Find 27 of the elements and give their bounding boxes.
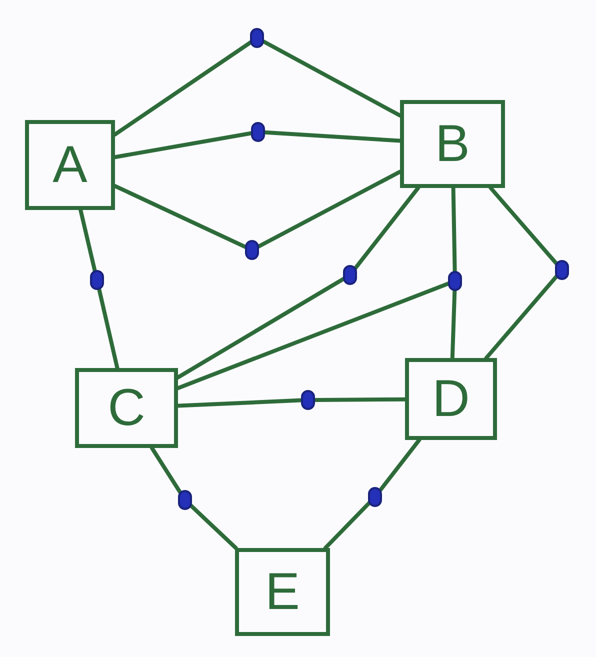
vertex-label: D bbox=[432, 373, 470, 425]
vertex-label: E bbox=[265, 566, 300, 618]
connector-line bbox=[323, 500, 372, 550]
vertex-box bbox=[235, 548, 330, 636]
connector-line bbox=[450, 289, 457, 360]
vertex-box bbox=[405, 358, 497, 440]
vertex-label: C bbox=[108, 382, 146, 434]
connector-line bbox=[113, 184, 248, 249]
connector-line bbox=[353, 186, 420, 270]
vertex-label: B bbox=[435, 118, 470, 170]
connector-line bbox=[176, 282, 450, 390]
connector-line bbox=[256, 170, 402, 249]
vertex-box bbox=[400, 100, 505, 188]
connector-line bbox=[176, 398, 303, 408]
vertex-box bbox=[75, 368, 178, 448]
connector-line bbox=[313, 397, 407, 402]
connector-line bbox=[150, 446, 182, 495]
connector-line bbox=[78, 208, 97, 273]
connector-line bbox=[484, 274, 559, 360]
connector-line bbox=[488, 186, 559, 266]
vertex-label: A bbox=[52, 139, 88, 191]
vertex-box bbox=[25, 120, 115, 210]
connector-line bbox=[97, 288, 120, 370]
connector-line bbox=[378, 438, 422, 492]
connector-line bbox=[451, 186, 457, 273]
connector-line bbox=[263, 130, 402, 143]
connector-line bbox=[113, 131, 254, 160]
